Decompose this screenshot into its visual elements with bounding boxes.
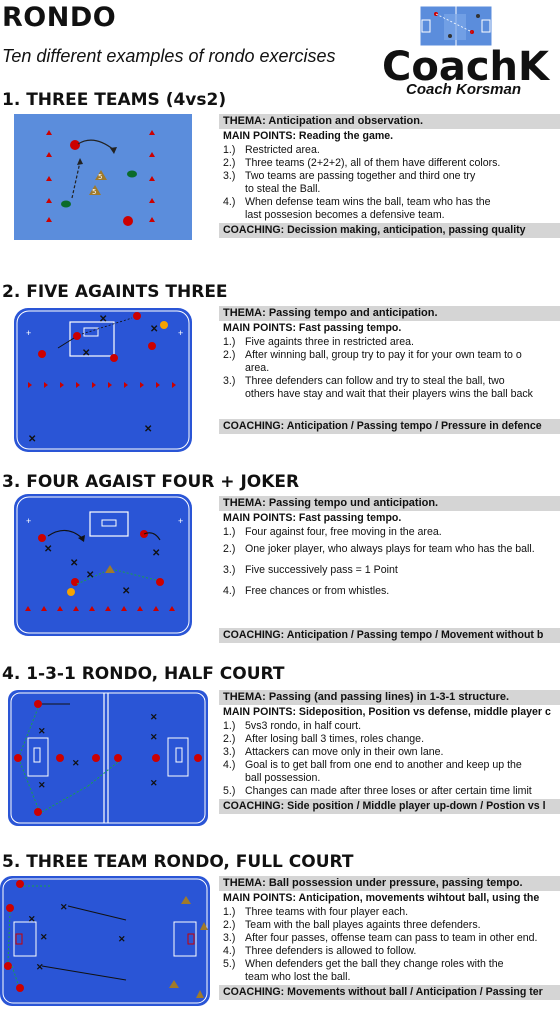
list-item-cont: ball possession.: [245, 772, 321, 785]
list-item: 3.)Two teams are passing together and th…: [223, 170, 476, 183]
coaching-label: COACHING: Side position / Middle player …: [219, 798, 560, 814]
svg-text:+: +: [26, 328, 31, 338]
logo-brand: CoachK: [382, 44, 550, 90]
svg-text:✕: ✕: [152, 548, 160, 559]
svg-text:✕: ✕: [150, 324, 158, 335]
svg-text:✕: ✕: [60, 902, 68, 912]
list-item-cont: team who lost the ball.: [245, 971, 351, 984]
svg-text:✕: ✕: [82, 348, 90, 359]
list-item: 3.)Five successively pass = 1 Point: [223, 564, 398, 577]
section-title-4: 4. 1-3-1 RONDO, HALF COURT: [2, 664, 285, 684]
section-info-3: THEMA: Passing tempo und anticipation. M…: [219, 496, 560, 644]
svg-text:✕: ✕: [38, 726, 46, 736]
svg-text:✕: ✕: [44, 544, 52, 555]
thema-label: THEMA: Anticipation and observation.: [219, 114, 560, 129]
diagram-three-team-rondo: ✕ ✕ ✕ ✕ ✕: [0, 876, 210, 1006]
section-info-2: THEMA: Passing tempo and anticipation. M…: [219, 306, 560, 435]
logo-tagline: Coach Korsman: [406, 81, 522, 98]
diagram-1-3-1-rondo: ✕ ✕ ✕ ✕ ✕ ✕: [8, 690, 208, 826]
thema-label: THEMA: Passing tempo and anticipation.: [219, 306, 560, 321]
list-item: 1.)Four against four, free moving in the…: [223, 526, 442, 538]
svg-text:5: 5: [92, 188, 96, 196]
thema-label: THEMA: Passing (and passing lines) in 1-…: [219, 690, 560, 705]
logo-field-icon: [419, 5, 493, 47]
list-item-cont: others have stay and wait that their pla…: [245, 388, 533, 401]
svg-text:✕: ✕: [28, 914, 36, 924]
main-points: MAIN POINTS: Sideposition, Position vs d…: [223, 706, 551, 718]
diagram-four-against-four: + + ✕ ✕ ✕ ✕ ✕: [14, 494, 192, 636]
list-item: 1.)5vs3 rondo, in half court.: [223, 720, 362, 732]
coaching-label: COACHING: Anticipation / Passing tempo /…: [219, 628, 560, 644]
svg-text:+: +: [178, 328, 183, 338]
svg-text:✕: ✕: [144, 424, 152, 435]
svg-text:+: +: [178, 516, 183, 526]
list-item: 2.)One joker player, who always plays fo…: [223, 543, 535, 556]
list-item: 4.)Goal is to get ball from one end to a…: [223, 759, 522, 772]
document-subtitle: Ten different examples of rondo exercise…: [2, 46, 336, 66]
list-item: 5.)Changes can made after three loses or…: [223, 785, 532, 798]
list-item: 3.)Attackers can move only in their own …: [223, 746, 444, 759]
svg-text:✕: ✕: [86, 570, 94, 581]
section-info-4: THEMA: Passing (and passing lines) in 1-…: [219, 690, 560, 814]
svg-text:✕: ✕: [118, 934, 126, 944]
svg-text:✕: ✕: [122, 586, 130, 597]
coachk-logo: CoachK Coach Korsman: [380, 4, 560, 100]
svg-text:✕: ✕: [40, 932, 48, 942]
svg-text:✕: ✕: [28, 434, 36, 445]
list-item: 1.)Restricted area.: [223, 144, 320, 156]
svg-text:✕: ✕: [38, 780, 46, 790]
svg-text:+: +: [26, 516, 31, 526]
list-item: 1.)Three teams with four player each.: [223, 906, 409, 918]
thema-label: THEMA: Passing tempo und anticipation.: [219, 496, 560, 511]
svg-text:✕: ✕: [36, 962, 44, 972]
main-points: MAIN POINTS: Anticipation, movements wih…: [223, 892, 540, 904]
main-points: MAIN POINTS: Reading the game.: [223, 130, 394, 142]
svg-text:✕: ✕: [72, 758, 80, 768]
coaching-label: COACHING: Decission making, anticipation…: [219, 222, 560, 238]
list-item-cont: area.: [245, 362, 270, 375]
list-item: 2.)Three teams (2+2+2), all of them have…: [223, 157, 501, 170]
section-title-5: 5. THREE TEAM RONDO, FULL COURT: [2, 852, 354, 872]
svg-text:✕: ✕: [150, 732, 158, 742]
section-info-5: THEMA: Ball possession under pressure, p…: [219, 876, 560, 1000]
list-item: 2.)Team with the ball playes againts thr…: [223, 919, 481, 932]
list-item: 3.)Three defenders can follow and try to…: [223, 375, 505, 388]
thema-label: THEMA: Ball possession under pressure, p…: [219, 876, 560, 891]
list-item: 2.)After winning ball, group try to pay …: [223, 349, 522, 362]
svg-text:5: 5: [98, 173, 102, 181]
main-points: MAIN POINTS: Fast passing tempo.: [223, 512, 402, 524]
diagram-three-teams: 5 5: [14, 114, 192, 240]
coaching-label: COACHING: Movements without ball / Antic…: [219, 984, 560, 1000]
main-points: MAIN POINTS: Fast passing tempo.: [223, 322, 402, 334]
svg-text:✕: ✕: [150, 778, 158, 788]
list-item: 1.)Five againts three in restricted area…: [223, 336, 414, 348]
document-title: RONDO: [2, 2, 117, 33]
list-item: 5.)When defenders get the ball they chan…: [223, 958, 504, 971]
list-item: 3.)After four passes, offense team can p…: [223, 932, 538, 945]
section-title-3: 3. FOUR AGAIST FOUR + JOKER: [2, 472, 300, 492]
section-title-1: 1. THREE TEAMS (4vs2): [2, 90, 227, 110]
coaching-label: COACHING: Anticipation / Passing tempo /…: [219, 419, 560, 435]
list-item: 4.)Free chances or from whistles.: [223, 585, 390, 598]
list-item: 4.)Three defenders is allowed to follow.: [223, 945, 417, 958]
list-item-cont: to steal the Ball.: [245, 183, 321, 196]
svg-text:✕: ✕: [99, 314, 107, 325]
list-item: 2.)After losing ball 3 times, roles chan…: [223, 733, 425, 746]
list-item-cont: last possesion becomes a defensive team.: [245, 209, 445, 222]
list-item: 4.)When defense team wins the ball, team…: [223, 196, 491, 209]
svg-text:✕: ✕: [70, 558, 78, 569]
diagram-five-against-three: ++ ✕ ✕ ✕ ✕ ✕ .: [14, 308, 192, 452]
section-title-2: 2. FIVE AGAINTS THREE: [2, 282, 228, 302]
section-info-1: THEMA: Anticipation and observation. MAI…: [219, 114, 560, 238]
svg-text:✕: ✕: [150, 712, 158, 722]
